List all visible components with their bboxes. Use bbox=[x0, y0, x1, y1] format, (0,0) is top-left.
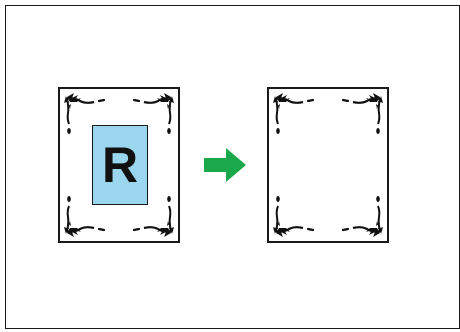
highlighted-letter: R bbox=[102, 140, 138, 190]
corner-ornaments bbox=[269, 89, 387, 241]
source-page: R bbox=[58, 87, 180, 243]
result-page bbox=[267, 87, 389, 243]
arrow-right-icon bbox=[204, 146, 248, 184]
highlighted-area: R bbox=[92, 125, 148, 205]
